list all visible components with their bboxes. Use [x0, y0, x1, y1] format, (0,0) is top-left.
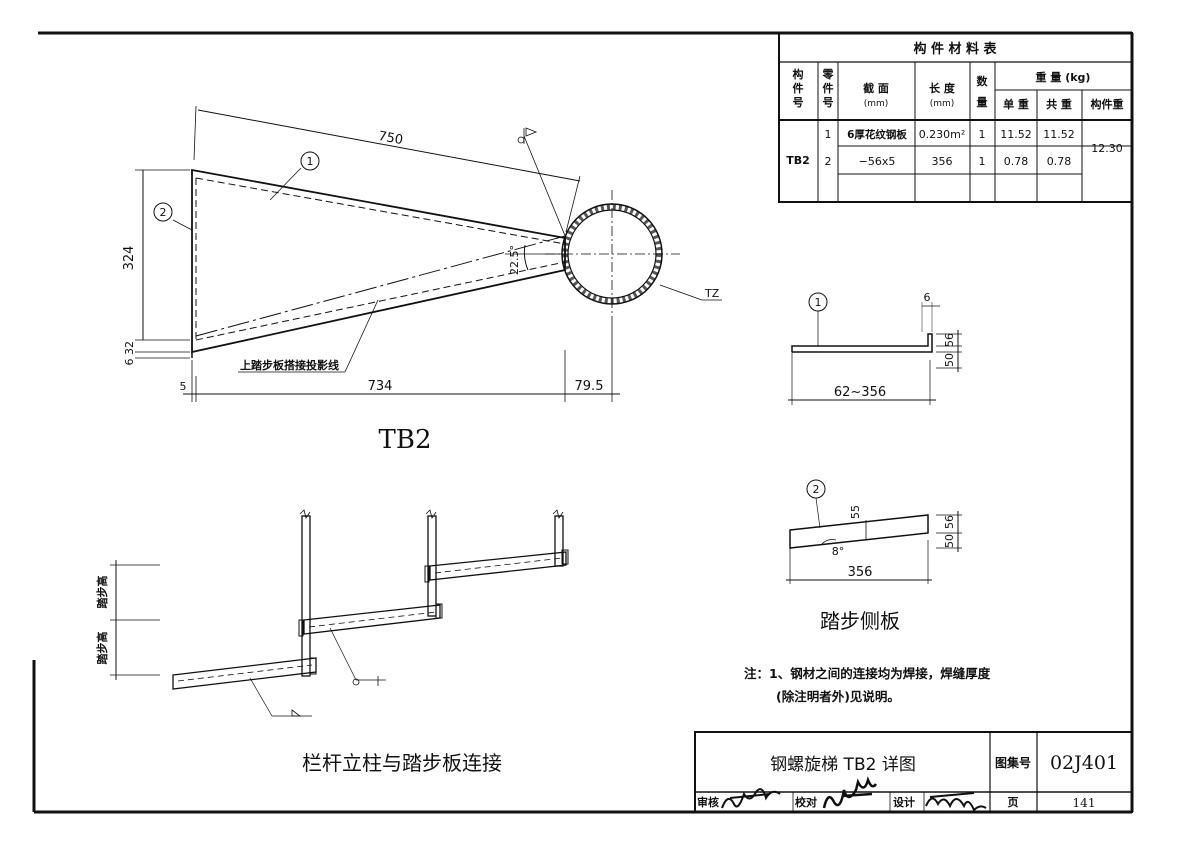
- atlas-label: 图集号: [995, 755, 1031, 770]
- callout-circle-2: [153, 202, 173, 222]
- tb2-plan-view: [135, 105, 722, 402]
- header-component-no-3: 号: [793, 96, 804, 109]
- designer-signature: [925, 792, 987, 812]
- header-part-no-1: 零: [822, 68, 835, 81]
- part2-angle: 8°: [832, 545, 845, 558]
- page-label: 页: [1008, 796, 1019, 809]
- header-component-no-1: 构: [793, 67, 804, 81]
- header-quantity-1: 数: [977, 74, 989, 88]
- callout-1: 1: [307, 155, 314, 168]
- row1-total: 11.52: [1043, 128, 1075, 141]
- part1-dim-50: 50: [943, 353, 956, 367]
- note-line-2: (除注明者外)见说明。: [776, 689, 900, 704]
- header-component-no-2: 件: [793, 81, 804, 95]
- part1-dim-56: 56: [943, 333, 956, 347]
- row2-section: −56x5: [859, 155, 896, 168]
- railing-labels: 踏步高 踏步高 栏杆立柱与踏步板连接: [95, 576, 502, 776]
- title-block: 钢螺旋梯 TB2 详图 图集号 02J401 审核 校对 设计 页 141: [694, 731, 1133, 813]
- table-row: 1 6厚花纹钢板 0.230m² 1 11.52 11.52: [825, 128, 1075, 141]
- sheet-frame: [32, 31, 1134, 814]
- checker-signature: [822, 776, 878, 809]
- part2-dim-55: 55: [849, 505, 862, 519]
- header-part-no-3: 号: [823, 96, 834, 109]
- header-total-weight: 共 重: [1046, 97, 1072, 111]
- design-label: 设计: [893, 795, 915, 809]
- table-title: 构 件 材 料 表: [913, 41, 997, 57]
- part1-section: [788, 292, 962, 405]
- row1-part: 1: [825, 128, 832, 141]
- cell-component-weight: 12.30: [1091, 142, 1123, 155]
- header-section: 截 面: [863, 81, 889, 95]
- cell-component: TB2: [786, 154, 810, 167]
- row2-length: 356: [932, 155, 953, 168]
- dim-6: 6: [123, 359, 136, 366]
- part2-dim-length: 356: [848, 565, 873, 580]
- tz-label: TZ: [704, 287, 720, 300]
- row2-total: 0.78: [1047, 155, 1072, 168]
- header-quantity-2: 量: [977, 96, 988, 109]
- projection-line-label: 上踏步板搭接投影线: [240, 358, 339, 372]
- header-component-weight: 构件重: [1091, 97, 1124, 111]
- part2-dim-50: 50: [943, 534, 956, 548]
- step-height-label-1: 踏步高: [95, 576, 109, 609]
- header-length-unit: (mm): [930, 99, 955, 109]
- part2-labels: 2 55 56 50 8° 356 踏步侧板: [813, 483, 957, 633]
- note-line-1: 注：1、钢材之间的连接均为焊接，焊缝厚度: [744, 666, 991, 681]
- part2-callout: 2: [813, 483, 820, 496]
- angle-22-5: 22.5°: [508, 245, 521, 275]
- row1-qty: 1: [979, 128, 986, 141]
- reviewer-signature: [721, 788, 781, 809]
- tb2-title: TB2: [379, 425, 432, 455]
- row2-qty: 1: [979, 155, 986, 168]
- check-label: 校对: [795, 795, 817, 809]
- dim-79-5: 79.5: [575, 379, 604, 394]
- tb2-plan-labels: 1 2 750 324 32 6 5 734 79.5 22.5° TZ 上踏步…: [122, 129, 720, 455]
- side-plate-title: 踏步侧板: [820, 609, 900, 633]
- railing-title: 栏杆立柱与踏步板连接: [302, 751, 502, 775]
- notes: 注：1、钢材之间的连接均为焊接，焊缝厚度 (除注明者外)见说明。: [744, 666, 991, 704]
- material-table: 构 件 材 料 表 构 件 号 零 件 号 截 面 (mm) 长 度 (mm) …: [778, 32, 1133, 203]
- part1-dim-6: 6: [924, 291, 931, 304]
- header-weight: 重 量 (kg): [1036, 70, 1091, 84]
- row1-section: 6厚花纹钢板: [847, 128, 907, 141]
- table-row: 2 −56x5 356 1 0.78 0.78: [825, 155, 1072, 168]
- dim-5: 5: [180, 380, 187, 393]
- row2-part: 2: [825, 155, 832, 168]
- part1-callout: 1: [815, 296, 822, 309]
- row1-length: 0.230m²: [919, 128, 966, 141]
- row2-unit: 0.78: [1004, 155, 1029, 168]
- dim-734: 734: [368, 379, 393, 394]
- dim-32: 32: [123, 341, 136, 355]
- dim-324: 324: [122, 246, 137, 271]
- part2-section: [786, 479, 962, 584]
- callout-2: 2: [160, 206, 167, 219]
- header-section-unit: (mm): [864, 99, 889, 109]
- header-unit-weight: 单 重: [1003, 97, 1029, 111]
- review-label: 审核: [697, 795, 719, 809]
- page-number: 141: [1073, 796, 1096, 810]
- step-height-label-2: 踏步高: [95, 632, 109, 665]
- dim-750: 750: [377, 129, 404, 148]
- part1-labels: 1 6 56 50 62~356: [815, 291, 957, 400]
- row1-unit: 11.52: [1000, 128, 1032, 141]
- atlas-number: 02J401: [1050, 752, 1118, 774]
- railing-connection-view: [110, 509, 569, 717]
- header-part-no-2: 件: [823, 81, 834, 95]
- part1-dim-length: 62~356: [834, 385, 886, 400]
- drawing-name: 钢螺旋梯 TB2 详图: [770, 755, 916, 775]
- callout-circle-1: [300, 151, 320, 171]
- header-length: 长 度: [929, 81, 956, 95]
- part2-dim-56: 56: [943, 515, 956, 529]
